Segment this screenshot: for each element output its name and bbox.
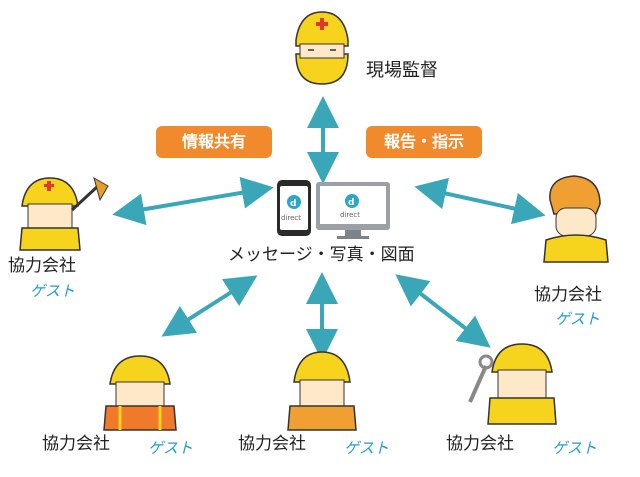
center-caption: メッセージ・写真・図面 [228,245,415,265]
partner-bottom-center-icon [287,351,357,431]
partner-bottom-left-guest: ゲスト [148,439,194,457]
arrows [112,96,546,361]
partner-bottom-left-icon [103,355,177,431]
arrow-right [414,177,546,225]
badge-left: 情報共有 [156,126,272,158]
smartphone-icon: d [277,180,311,236]
partner-bottom-right-guest: ゲスト [552,439,598,457]
partner-bottom-center-guest: ゲスト [344,439,390,457]
badge-right: 報告・指示 [366,126,482,158]
phone-brand-text: direct [281,214,302,222]
monitor-brand-text: direct [340,211,361,219]
partner-left-guest: ゲスト [30,282,76,300]
monitor-icon: d [316,182,390,239]
arrow-left [112,176,274,226]
partner-left-label: 協力会社 [8,256,76,276]
arrow-bottom-left [161,275,258,337]
partner-left-icon [19,176,109,251]
supervisor-label: 現場監督 [366,60,438,81]
partner-bottom-left-label: 協力会社 [42,434,110,454]
arrow-bottom-right [395,274,491,348]
partner-bottom-right-label: 協力会社 [446,434,514,454]
partner-bottom-center-label: 協力会社 [238,434,306,454]
partner-right-icon [543,175,609,263]
partner-bottom-right-icon [468,343,557,425]
supervisor-icon [295,11,349,85]
svg-text:d: d [290,199,296,209]
partner-right-label: 協力会社 [534,285,602,305]
svg-text:d: d [348,198,354,208]
partner-right-guest: ゲスト [555,310,601,328]
